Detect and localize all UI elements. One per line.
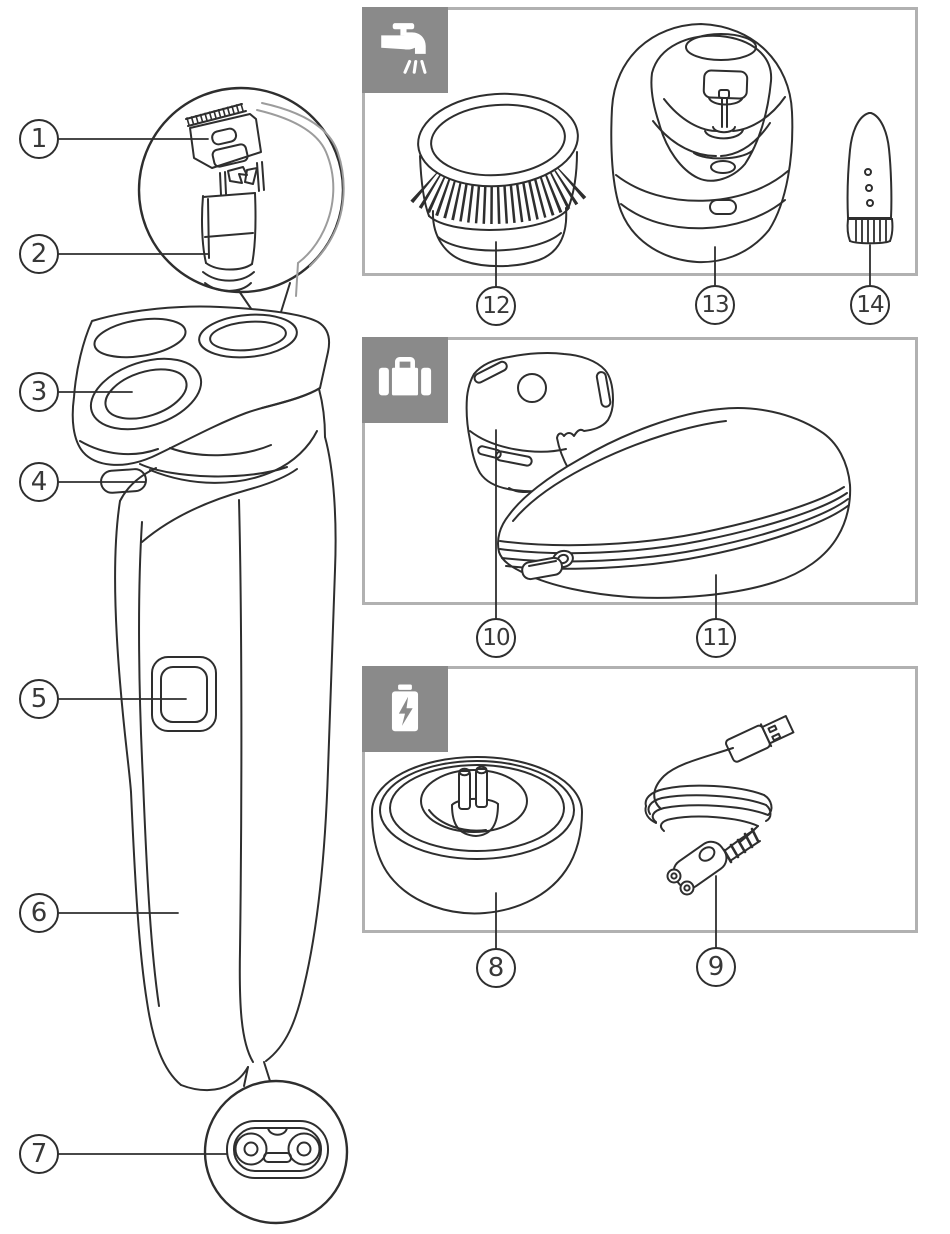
- callout-11-label: 11: [702, 624, 730, 651]
- callout-10-label: 10: [482, 624, 510, 651]
- callout-14-label: 14: [856, 291, 884, 318]
- callout-4: 4: [19, 462, 59, 502]
- faucet-water-icon: [362, 7, 448, 93]
- callout-5-label: 5: [30, 684, 48, 714]
- callout-3-label: 3: [30, 377, 48, 407]
- callout-7-label: 7: [30, 1139, 48, 1169]
- callout-2-label: 2: [30, 239, 48, 269]
- callout-9: 9: [696, 947, 736, 987]
- callout-3: 3: [19, 372, 59, 412]
- charging-stand-art: [371, 756, 583, 915]
- callout-13-label: 13: [701, 291, 729, 318]
- panel-travel-accessories: [362, 337, 918, 605]
- callout-14: 14: [850, 285, 890, 325]
- callout-10: 10: [476, 618, 516, 658]
- usb-cable-art: [644, 715, 795, 896]
- callout-7: 7: [19, 1134, 59, 1174]
- cleaning-cap-art: [410, 92, 588, 268]
- callout-1: 1: [19, 119, 59, 159]
- leader-lines: [58, 138, 871, 1155]
- shaver-body-art: [114, 388, 337, 1092]
- callout-11: 11: [696, 618, 736, 658]
- callout-9-label: 9: [707, 952, 725, 982]
- panel-charging-accessories: [362, 666, 918, 933]
- callout-12: 12: [476, 286, 516, 326]
- shaver-head-art: [71, 305, 331, 494]
- battery-charging-icon: [362, 666, 448, 752]
- callout-8-label: 8: [487, 953, 505, 983]
- callout-2: 2: [19, 234, 59, 274]
- travel-case-art: [497, 406, 852, 599]
- callout-8: 8: [476, 948, 516, 988]
- cleaning-brush-art: [846, 112, 894, 245]
- callout-12-label: 12: [482, 292, 510, 319]
- panel-rinseable-accessories: [362, 7, 918, 276]
- callout-5: 5: [19, 679, 59, 719]
- callout-4-label: 4: [30, 467, 48, 497]
- callout-13: 13: [695, 285, 735, 325]
- power-button-art: [151, 656, 217, 732]
- callout-6: 6: [19, 893, 59, 933]
- callout-1-label: 1: [30, 124, 48, 154]
- suitcase-icon: [362, 337, 448, 423]
- socket-inset-art: [203, 1079, 349, 1225]
- callout-6-label: 6: [30, 898, 48, 928]
- cleaning-pod-art: [610, 23, 794, 264]
- trimmer-inset-art: [137, 86, 345, 314]
